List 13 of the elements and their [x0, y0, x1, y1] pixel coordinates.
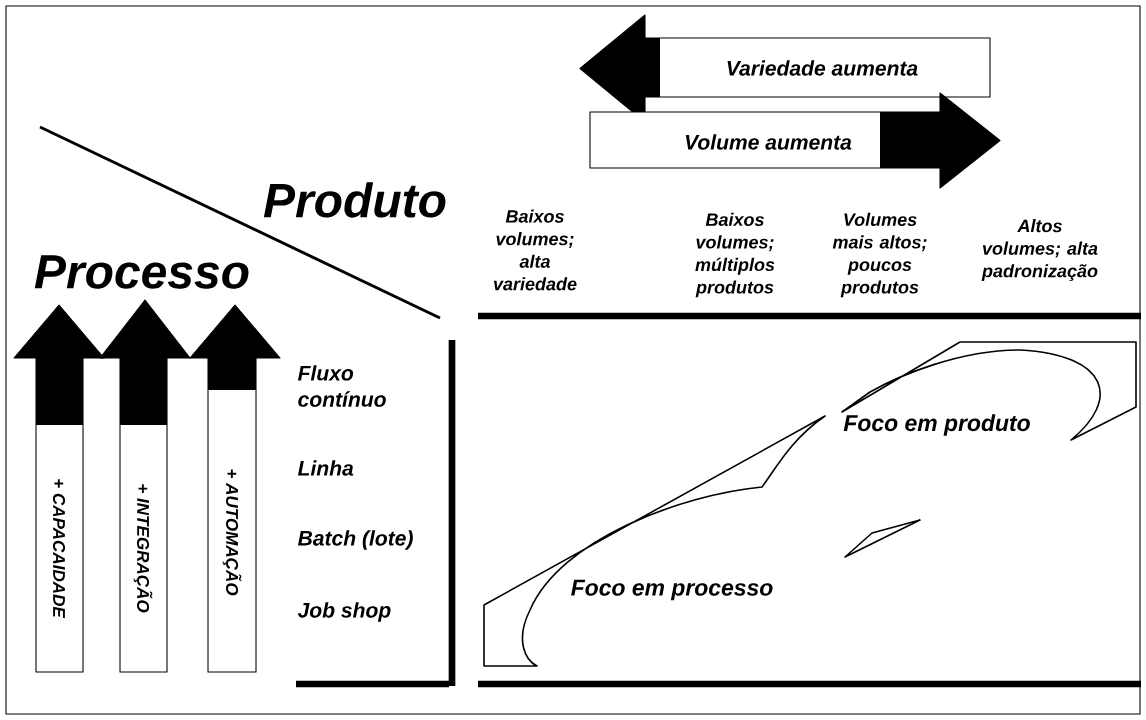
title-label: Produto	[263, 182, 446, 218]
title-label: Processo	[34, 255, 249, 289]
column-header: Baixos volumes; múltiplos produtos	[695, 212, 775, 298]
upward-banner: + INTEGRAÇÃO	[99, 299, 191, 673]
column-header: Volumes mais altos; poucos produtos	[832, 212, 927, 298]
focus-region: Foco em processo	[483, 415, 826, 667]
upward-banner: + AUTOMAÇÃO	[189, 304, 281, 673]
arrow-banner: Volume aumenta	[589, 92, 1001, 189]
triangle-shape	[844, 519, 921, 558]
column-header: Baixos volumes; alta variedade	[493, 209, 577, 291]
upward-banner: + CAPACAIDADE	[13, 304, 105, 673]
column-header: Altos volumes; alta padronização	[981, 219, 1098, 281]
focus-region: Foco em produto	[841, 341, 1137, 441]
